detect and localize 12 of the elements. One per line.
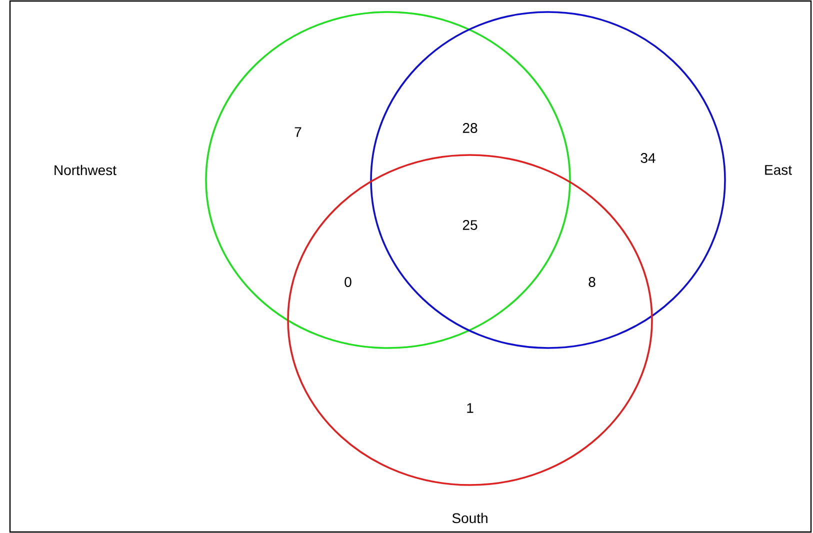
set-circle [370, 11, 726, 349]
region-count: 0 [344, 277, 352, 287]
region-count: 34 [640, 153, 656, 163]
set-circle [205, 11, 571, 349]
region-count: 1 [467, 403, 474, 413]
region-count: 28 [462, 123, 478, 133]
set-label: East [765, 165, 792, 175]
set-label: South [452, 512, 488, 524]
region-count: 25 [462, 220, 478, 230]
region-count: 8 [588, 277, 596, 287]
set-label: Northwest [54, 164, 116, 176]
region-count: 7 [294, 127, 302, 137]
